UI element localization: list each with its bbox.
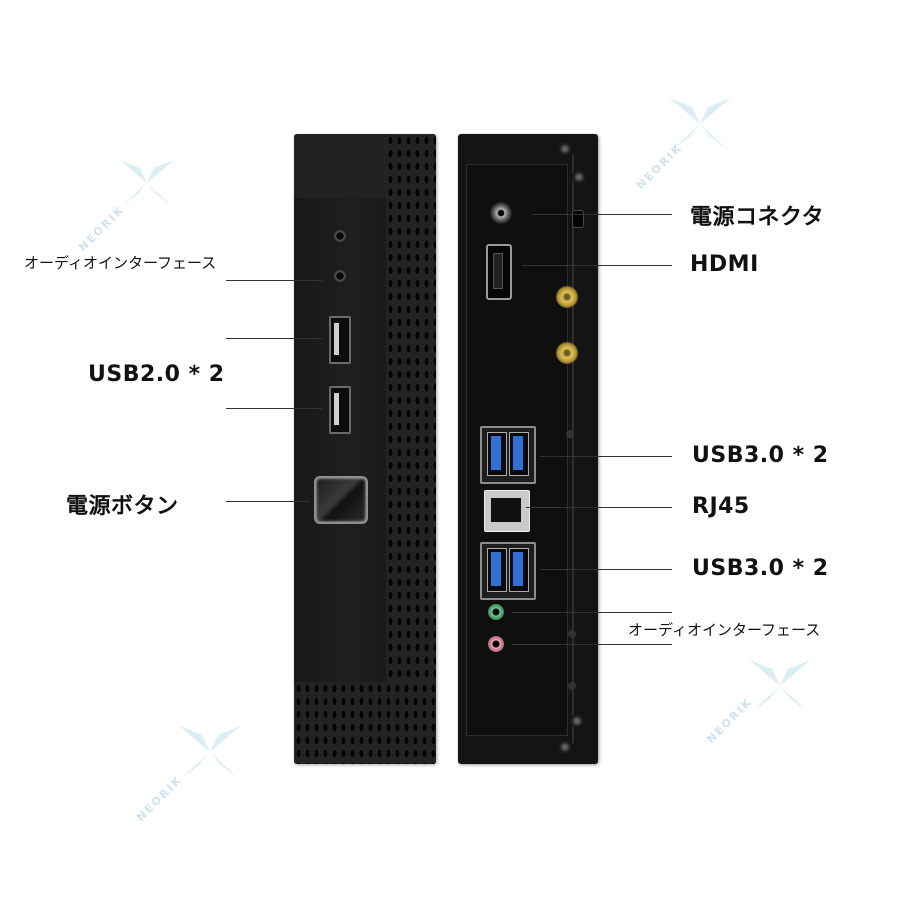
hdmi-label: HDMI bbox=[690, 252, 759, 277]
usb3-upper-label: USB3.0 * 2 bbox=[692, 443, 829, 468]
front-audio-leader-line bbox=[226, 280, 322, 281]
front-usb2-leader-line-lower bbox=[226, 408, 322, 409]
watermark-logo-top-right bbox=[660, 84, 740, 164]
audio-out-jack-icon bbox=[488, 604, 504, 620]
rear-audio-leader-line-lower bbox=[512, 644, 672, 645]
mount-hole-icon bbox=[568, 682, 576, 690]
front-headphone-jack-icon bbox=[332, 228, 348, 244]
hdmi-leader-line bbox=[522, 265, 672, 266]
wifi-antenna-connector-icon bbox=[556, 286, 578, 308]
screw-icon bbox=[572, 170, 586, 184]
power-connector-leader-line bbox=[532, 214, 672, 215]
watermark-logo-bottom-left bbox=[170, 712, 250, 792]
watermark-logo-bottom-right bbox=[740, 646, 820, 726]
power-button-leader-line bbox=[226, 501, 310, 502]
screw-icon bbox=[558, 740, 572, 754]
rear-audio-leader-line-upper bbox=[512, 612, 672, 613]
rear-usb3-ports-upper-icon bbox=[480, 426, 536, 484]
power-button-icon bbox=[314, 476, 368, 524]
front-top-bezel bbox=[294, 134, 386, 199]
watermark-text-top-left: NEORIK bbox=[76, 202, 128, 255]
rear-audio-label: オーディオインターフェース bbox=[628, 621, 821, 639]
screw-icon bbox=[558, 142, 572, 156]
mount-hole-icon bbox=[566, 430, 574, 438]
front-usb2-port-upper-icon bbox=[329, 316, 351, 364]
front-panel bbox=[294, 134, 436, 764]
front-bottom-vent-mesh bbox=[294, 682, 436, 764]
screw-icon bbox=[570, 714, 584, 728]
rear-usb3-ports-lower-icon bbox=[480, 542, 536, 600]
mic-in-jack-icon bbox=[488, 636, 504, 652]
hdmi-port-icon bbox=[486, 244, 512, 300]
dc-power-connector-icon bbox=[490, 202, 512, 224]
rj45-ethernet-port-icon bbox=[484, 490, 530, 532]
front-usb2-leader-line-upper bbox=[226, 338, 322, 339]
front-audio-label: オーディオインターフェース bbox=[24, 254, 217, 272]
front-mic-jack-icon bbox=[332, 268, 348, 284]
rj45-leader-line bbox=[526, 507, 672, 508]
rj45-label: RJ45 bbox=[692, 494, 750, 519]
kensington-lock-icon bbox=[572, 210, 584, 228]
front-vent-mesh bbox=[386, 134, 436, 764]
power-connector-label: 電源コネクタ bbox=[690, 205, 825, 230]
front-usb2-label: USB2.0 * 2 bbox=[88, 362, 225, 387]
front-usb2-port-lower-icon bbox=[329, 386, 351, 434]
usb3-lower-leader-line bbox=[540, 569, 672, 570]
wifi-antenna-connector-icon bbox=[556, 342, 578, 364]
watermark-text-bottom-left: NEORIK bbox=[134, 772, 186, 825]
mount-hole-icon bbox=[568, 630, 576, 638]
usb3-lower-label: USB3.0 * 2 bbox=[692, 556, 829, 581]
power-button-label: 電源ボタン bbox=[66, 494, 179, 519]
watermark-logo-top-left bbox=[112, 148, 182, 218]
rear-panel bbox=[458, 134, 598, 764]
rear-side-rail bbox=[572, 154, 574, 744]
usb3-upper-leader-line bbox=[540, 456, 672, 457]
